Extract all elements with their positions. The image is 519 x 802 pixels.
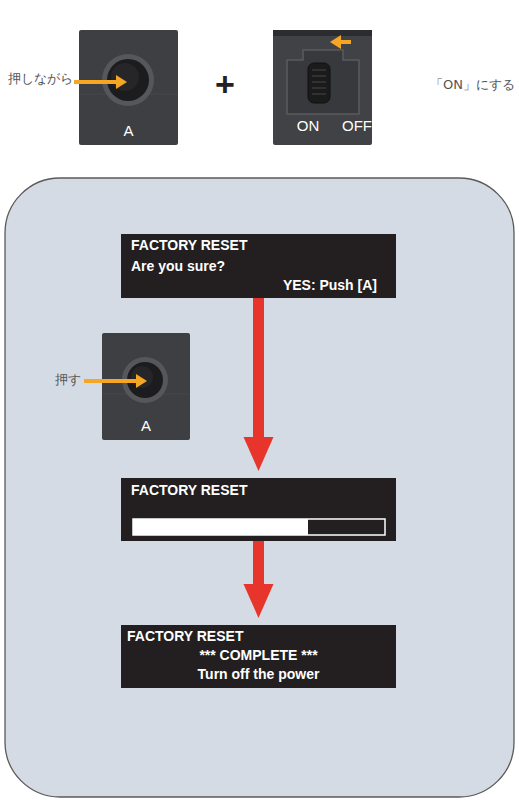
instruction-note: 「ON」にする [430, 77, 515, 93]
arrow-shaft [253, 541, 264, 586]
button-highlight [111, 63, 139, 91]
screen-text: FACTORY RESET [131, 237, 386, 254]
slider-ridge [312, 87, 326, 89]
press-arrow-head [136, 374, 147, 388]
housing-edge [273, 30, 372, 36]
button-cap [127, 362, 163, 398]
part-label: ON [291, 117, 325, 135]
slider-ridge [312, 81, 326, 83]
button-housing [79, 30, 178, 145]
button-ring [102, 54, 154, 106]
power-switch: ONOFF [273, 30, 372, 145]
display-screen: FACTORY RESET [121, 478, 396, 541]
button-ring [122, 357, 168, 403]
instruction-note: 押す [55, 372, 81, 388]
screen-background [121, 625, 396, 688]
slide-arrow-head [330, 35, 341, 49]
flow-arrow [244, 541, 274, 618]
button-cap [107, 59, 149, 101]
plus-sign: + [215, 64, 235, 105]
arrow-head [244, 437, 274, 471]
screen-text: YES: Push [A] [131, 277, 377, 294]
button-highlight [131, 366, 153, 388]
display-screen: FACTORY RESET Are you sure? YES: Push [A] [121, 234, 396, 298]
part-label: OFF [337, 117, 377, 135]
slider-ridge [312, 93, 326, 95]
slide-arrow [341, 40, 351, 44]
press-arrow-head [116, 75, 127, 89]
press-arrow [74, 80, 116, 84]
push-button: A [102, 333, 190, 440]
arrow-shaft [253, 298, 264, 439]
screen-text: Are you sure? [131, 258, 386, 275]
slider-ridge [312, 75, 326, 77]
part-label: A [79, 122, 178, 140]
screen-background [121, 478, 396, 541]
push-button: A [79, 30, 178, 145]
screen-background [121, 234, 396, 298]
button-housing [102, 333, 190, 440]
slider-ridge [312, 69, 326, 71]
screen-text: FACTORY RESET [131, 482, 386, 499]
arrow-head [244, 584, 274, 618]
display-screen: FACTORY RESET *** COMPLETE *** Turn off th… [121, 625, 396, 688]
instruction-note: 押しながら [8, 71, 73, 87]
screen-text: *** COMPLETE *** [121, 647, 396, 664]
part-label: A [102, 417, 190, 435]
switch-recess [287, 50, 359, 114]
screen-text: FACTORY RESET [127, 628, 387, 645]
flow-arrow [244, 298, 274, 471]
screen-text: Turn off the power [121, 666, 396, 683]
switch-slider [308, 63, 330, 103]
progress-bar-frame [133, 519, 385, 535]
procedure-panel [5, 178, 514, 797]
progress-bar-fill [133, 519, 308, 535]
press-arrow [84, 379, 136, 383]
